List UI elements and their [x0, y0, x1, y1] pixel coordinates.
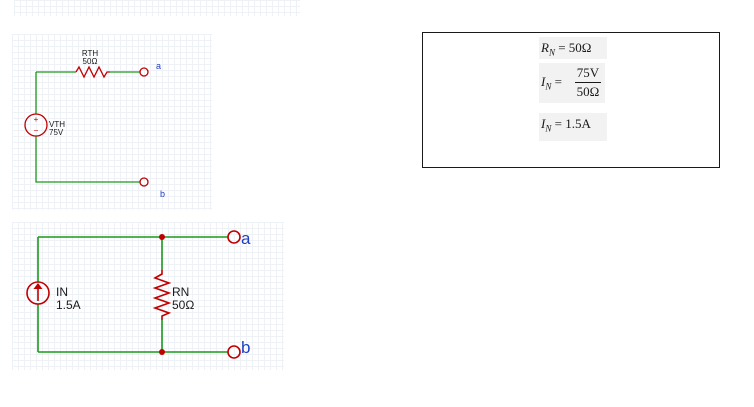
norton-terminal-a: [227, 230, 241, 244]
norton-terminal-a-label: a: [241, 229, 251, 248]
rth-resistor-symbol: [75, 65, 110, 79]
rn-subscript: N: [548, 47, 555, 58]
in-result-symbol: I: [541, 116, 546, 131]
vth-source-symbol: [24, 113, 48, 137]
vth-plus-sign: +: [34, 115, 39, 124]
in-current-arrow-head: [33, 283, 43, 289]
rth-name-label: RTH: [82, 49, 99, 58]
thevenin-terminal-b-label: b: [160, 189, 165, 199]
in-value-label: 1.5A: [56, 298, 81, 312]
norton-circuit-schematic: IN 1.5A RN 50Ω a b: [26, 229, 251, 359]
norton-terminal-b-label: b: [241, 338, 250, 357]
in-equals: =: [551, 74, 562, 89]
top-grid-strip: [14, 0, 300, 16]
vth-minus-sign: −: [34, 126, 39, 135]
thevenin-left-lower-wire: [35, 136, 140, 183]
in-fraction-denominator: 50Ω: [576, 84, 600, 99]
vth-name-label: VTH: [49, 120, 65, 129]
norton-top-junction-dot: [159, 234, 165, 240]
norton-circuit-panel: IN 1.5A RN 50Ω a b: [12, 222, 284, 370]
norton-bottom-junction-dot: [159, 349, 165, 355]
in-symbol: I: [541, 74, 546, 89]
rn-equation: RN = 50Ω: [539, 37, 607, 59]
rn-symbol: R: [541, 40, 549, 55]
thevenin-terminal-a: [139, 67, 149, 77]
in-equation-lhs: IN =: [541, 74, 562, 92]
in-result-value: = 1.5A: [551, 116, 591, 131]
thevenin-terminal-b: [139, 177, 149, 187]
rn-resistor-symbol: [152, 270, 172, 320]
in-result-subscript: N: [545, 123, 552, 134]
thevenin-circuit-panel: RTH 50Ω + − VTH 75V a b: [12, 34, 212, 210]
in-equation: IN = 75V 50Ω: [539, 63, 605, 103]
in-current-source-symbol: [26, 281, 50, 305]
norton-terminal-b: [227, 345, 241, 359]
rn-value-label: 50Ω: [172, 298, 194, 312]
rth-value-label: 50Ω: [83, 57, 98, 66]
rn-name-label: RN: [172, 285, 189, 299]
rn-value: = 50Ω: [554, 40, 592, 55]
in-fraction-bar: [575, 82, 601, 83]
in-name-label: IN: [56, 285, 68, 299]
in-fraction-numerator: 75V: [576, 65, 600, 80]
in-fraction: 75V 50Ω: [575, 65, 601, 100]
in-subscript: N: [545, 81, 552, 92]
vth-value-label: 75V: [49, 128, 64, 137]
in-result-equation: IN = 1.5A: [539, 113, 607, 141]
calculation-box: RN = 50Ω IN = 75V 50Ω IN = 1.5A: [422, 32, 720, 168]
thevenin-terminal-a-label: a: [156, 61, 161, 71]
thevenin-circuit-schematic: RTH 50Ω + − VTH 75V a b: [24, 49, 165, 199]
